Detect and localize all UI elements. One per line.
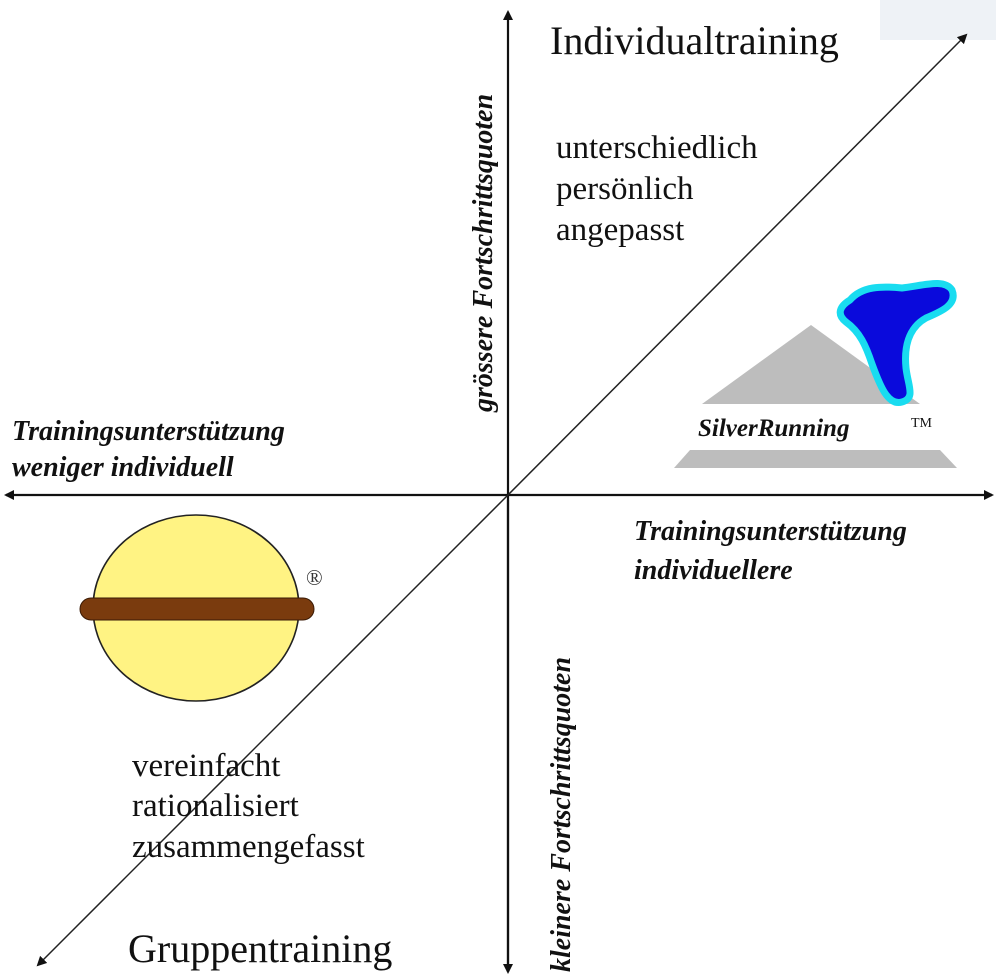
list-item: rationalisiert: [132, 788, 299, 824]
burger-logo: ®: [79, 514, 323, 702]
list-item: vereinfacht: [132, 748, 280, 784]
list-item: unterschiedlich: [556, 130, 758, 166]
logo-wordmark: SilverRunning: [698, 415, 849, 442]
logo-blob: [836, 280, 957, 406]
silverrunning-logo: SilverRunning TM: [674, 280, 957, 468]
quadrant-title-individualtraining: Individualtraining: [550, 18, 839, 63]
diagonal-arrow-down: [36, 494, 509, 967]
trademark-symbol: TM: [911, 416, 933, 431]
axis-label-right-line2: individuellere: [634, 555, 793, 586]
logo-pyramid: [702, 325, 920, 404]
list-item: angepasst: [556, 212, 684, 248]
axis-label-up: grössere Fortschrittsquoten: [468, 94, 499, 413]
axis-label-left-line1: Trainingsunterstützung: [12, 416, 285, 447]
burger-patty: [79, 597, 315, 621]
list-item: zusammengefasst: [132, 829, 365, 865]
list-item: persönlich: [556, 171, 694, 207]
background-haze: [880, 0, 996, 40]
registered-mark: ®: [306, 565, 323, 590]
quadrant-title-gruppentraining: Gruppentraining: [128, 926, 392, 971]
diagonal-arrow-up: [507, 33, 968, 496]
axis-label-down: kleinere Fortschrittsquoten: [546, 657, 577, 972]
axis-label-left-line2: weniger individuell: [12, 452, 234, 483]
logo-pyramid-base: [674, 450, 957, 468]
axis-label-right-line1: Trainingsunterstützung: [634, 516, 907, 547]
